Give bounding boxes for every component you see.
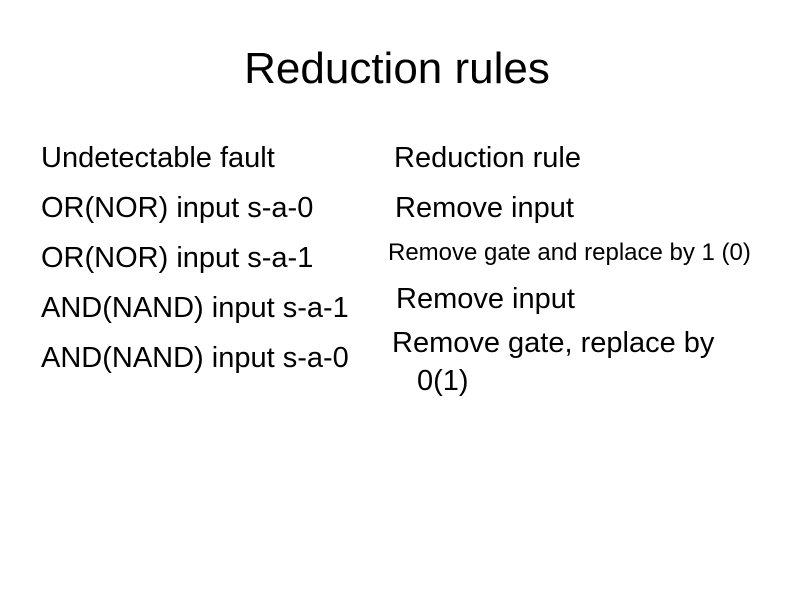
rule-column-header: Reduction rule bbox=[394, 142, 581, 174]
slide-title: Reduction rules bbox=[244, 44, 550, 93]
rule-row-remove-gate-replace-line1: Remove gate, replace by bbox=[392, 327, 715, 359]
fault-row-or-nor-sa0: OR(NOR) input s-a-0 bbox=[41, 192, 314, 224]
fault-row-and-nand-sa1: AND(NAND) input s-a-1 bbox=[41, 292, 349, 324]
fault-column-header: Undetectable fault bbox=[41, 142, 275, 174]
rule-row-remove-gate-replace-1-0: Remove gate and replace by 1 (0) bbox=[388, 239, 751, 266]
rule-row-remove-input-2: Remove input bbox=[396, 283, 575, 315]
rule-row-remove-input-1: Remove input bbox=[395, 192, 574, 224]
rule-row-remove-gate-replace-line2: 0(1) bbox=[417, 365, 469, 397]
fault-row-or-nor-sa1: OR(NOR) input s-a-1 bbox=[41, 242, 314, 274]
fault-row-and-nand-sa0: AND(NAND) input s-a-0 bbox=[41, 342, 349, 374]
